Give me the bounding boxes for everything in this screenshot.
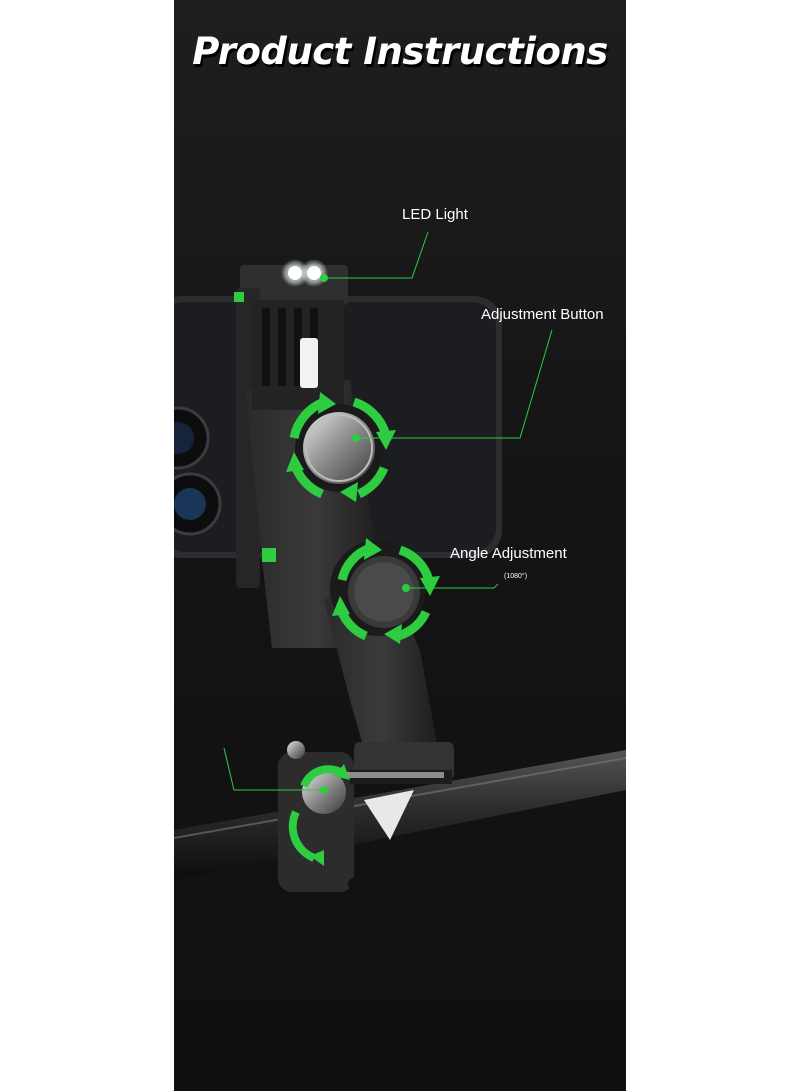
callout-lines [223,231,553,791]
adjustment-knob [295,404,383,492]
rotation-arrowheads-icon [286,392,396,502]
handlebar-clamp [278,741,454,892]
led-light-icon [281,259,328,287]
adjustment-button-label: Adjustment Button [481,306,604,323]
phone-holder-illustration [174,231,626,892]
angle-joint [324,540,440,770]
angle-adjustment-note: (1080°) [504,573,528,580]
product-instructions-panel: Product Instructions LED Light Adjustmen… [174,0,626,1091]
camera-lens-icon [174,406,222,536]
page-title: Product Instructions [192,30,608,73]
angle-adjustment-label: Angle Adjustment [450,545,567,562]
clamp-rotation-arrows-icon [288,765,342,862]
led-light-label: LED Light [402,206,468,223]
angle-arrowheads-icon [332,538,440,644]
clamp-arrowheads-icon [310,764,350,866]
callout-dots [320,274,410,794]
